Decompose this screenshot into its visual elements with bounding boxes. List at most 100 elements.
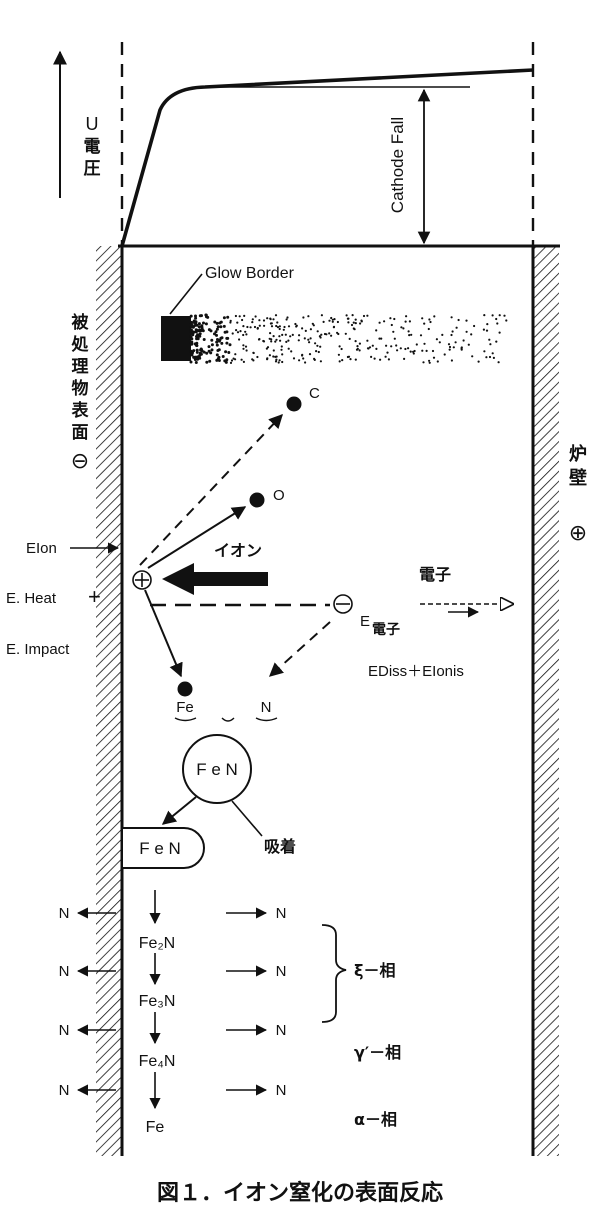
glow-dot	[258, 338, 261, 341]
glow-dot	[229, 361, 233, 364]
furnace-wall-label-char-2: 壁	[569, 467, 587, 489]
glow-dot	[275, 338, 278, 341]
glow-dot	[317, 350, 320, 354]
glow-dot	[275, 358, 278, 361]
fe4n-label: Fe₄N	[139, 1053, 176, 1070]
glow-dot	[285, 340, 288, 343]
glow-dot	[328, 332, 331, 335]
o-particle-icon	[249, 492, 265, 508]
glow-dot	[483, 350, 486, 353]
n-in-label-1: N	[276, 905, 287, 922]
glow-dot	[385, 344, 388, 347]
glow-dot	[473, 324, 476, 328]
glow-dot	[492, 356, 495, 359]
fen-molecule-circle	[182, 734, 252, 804]
glow-dot	[195, 350, 199, 354]
furnace-sign-icon: ⊕	[569, 520, 587, 545]
glow-dot	[213, 320, 217, 324]
glow-dot	[242, 360, 245, 363]
glow-dot	[207, 345, 211, 349]
glow-dot	[215, 340, 219, 344]
glow-dot	[344, 332, 347, 335]
glow-dot	[269, 322, 272, 325]
fen-adsorbed-shape	[121, 827, 205, 869]
glow-dot	[354, 318, 357, 321]
glow-dot	[410, 333, 413, 336]
glow-dot	[198, 332, 202, 336]
potential-curve	[120, 68, 534, 247]
glow-dot	[304, 361, 307, 364]
glow-dot	[190, 323, 194, 327]
glow-dot	[251, 321, 254, 324]
glow-dot	[451, 330, 454, 333]
xi-phase-brace	[321, 924, 347, 1023]
glow-dot	[280, 345, 283, 348]
glow-dot	[412, 352, 415, 355]
glow-dot	[243, 314, 246, 317]
glow-dot	[390, 345, 393, 348]
n-out-label-4: N	[59, 1082, 70, 1099]
glow-dot	[407, 330, 410, 333]
fe2n-label: Fe₂N	[139, 935, 175, 952]
glow-dot	[196, 357, 200, 361]
xi-phase-label: ξ－相	[354, 961, 395, 980]
glow-dot	[323, 332, 327, 336]
glow-dot	[421, 349, 424, 352]
glow-dot	[380, 337, 383, 340]
fe-label: Fe	[176, 699, 194, 716]
glow-dot	[375, 329, 378, 332]
glow-dot	[189, 329, 193, 333]
glow-dot	[408, 320, 411, 323]
glow-dot	[272, 335, 275, 338]
workpiece-surface-label-char-5: 表	[72, 400, 90, 421]
glow-dot	[274, 340, 277, 343]
glow-dot	[236, 331, 240, 334]
glow-dot	[277, 361, 280, 364]
glow-dot	[488, 338, 491, 341]
glow-dot	[302, 357, 305, 360]
glow-dot	[309, 337, 312, 340]
glow-dot	[314, 342, 317, 345]
glow-dot	[262, 319, 266, 322]
glow-dot	[319, 345, 322, 348]
glow-dot	[349, 358, 352, 361]
glow-dot	[202, 338, 206, 341]
glow-dot	[230, 359, 234, 362]
glow-dot	[265, 347, 268, 350]
glow-dot	[204, 313, 208, 317]
glow-dot	[256, 355, 259, 359]
glow-dot	[193, 324, 197, 328]
glow-dot	[308, 341, 311, 344]
glow-border-dense	[161, 316, 191, 361]
n-out-label-1: N	[59, 905, 70, 922]
glow-dot	[198, 314, 202, 318]
electron-energy-e: E	[360, 613, 370, 630]
glow-dot	[338, 360, 341, 363]
glow-dot	[249, 326, 252, 329]
glow-dot	[240, 358, 243, 361]
glow-dot	[355, 348, 359, 351]
glow-dot	[256, 326, 259, 330]
glow-dot	[503, 314, 506, 317]
glow-dot	[242, 347, 245, 350]
glow-dot	[432, 356, 436, 359]
glow-dot	[272, 318, 275, 321]
ediss-elonis-label: EDiss＋EIonis	[368, 663, 464, 680]
glow-dot	[488, 355, 492, 359]
glow-dot	[227, 351, 231, 354]
glow-dot	[215, 343, 219, 347]
glow-dot	[348, 337, 351, 340]
glow-dot	[353, 328, 356, 331]
glow-dot	[283, 325, 286, 329]
glow-dot	[331, 320, 334, 323]
voltage-section: U 電 圧 Cathode Fall	[53, 42, 560, 248]
glow-dot	[194, 314, 197, 318]
glow-dot	[224, 360, 228, 364]
glow-dot	[287, 347, 290, 350]
glow-dot	[225, 341, 229, 345]
glow-dot	[460, 348, 463, 351]
glow-dot	[235, 329, 238, 332]
electron-to-n-arrow	[268, 621, 331, 677]
glow-dot	[412, 350, 415, 353]
glow-dot	[291, 333, 294, 336]
